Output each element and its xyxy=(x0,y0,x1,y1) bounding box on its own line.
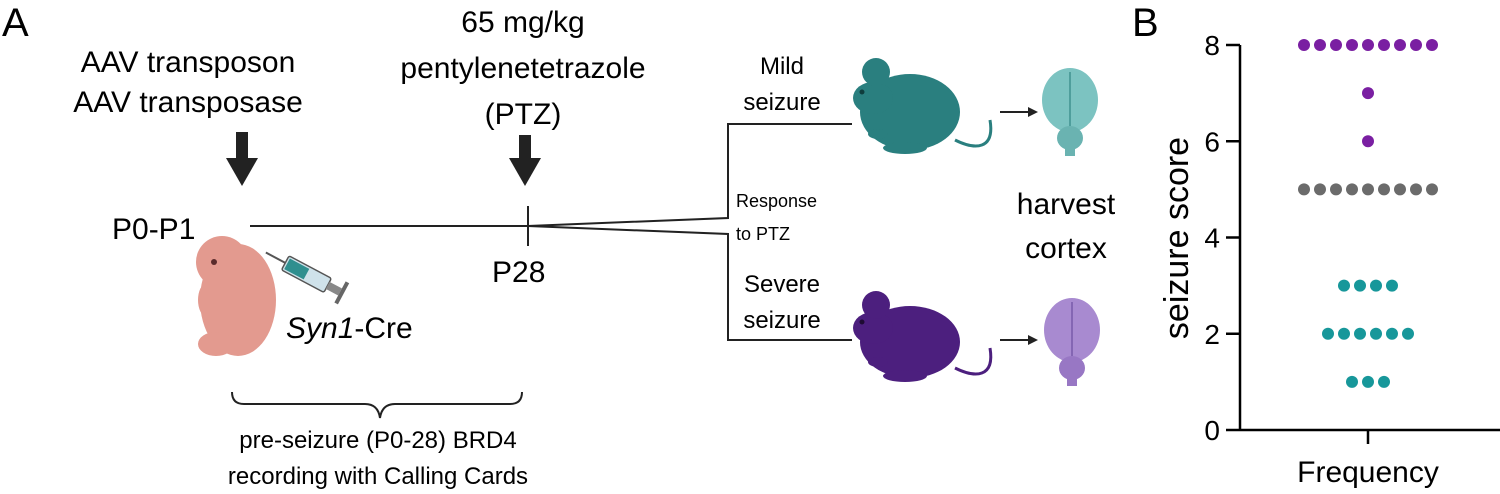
cre-line-label: Syn1-Cre xyxy=(286,312,413,345)
y-ticks: 0 2 4 6 8 xyxy=(1204,30,1240,446)
syringe-icon xyxy=(265,251,350,305)
ptz-arrow xyxy=(509,135,541,186)
data-point xyxy=(1394,183,1406,196)
data-point xyxy=(1362,375,1374,388)
y-tick-label: 8 xyxy=(1204,30,1220,61)
ptz-label-line2: pentylenetetrazole xyxy=(400,52,645,85)
newborn-pup-icon xyxy=(196,236,276,356)
data-point xyxy=(1346,39,1358,51)
data-point xyxy=(1362,135,1374,148)
severe-label-line2: seizure xyxy=(743,307,820,334)
y-axis-label: seizure score xyxy=(1158,137,1196,339)
recording-label-line2: recording with Calling Cards xyxy=(228,463,528,490)
injection-label-line2: AAV transposase xyxy=(73,86,303,119)
data-points xyxy=(1298,39,1438,388)
cre-suffix: -Cre xyxy=(354,312,412,345)
data-point xyxy=(1410,183,1422,196)
response-label-line2: to PTZ xyxy=(736,224,790,244)
timepoint-end-label: P28 xyxy=(492,256,545,289)
injection-arrow xyxy=(226,132,258,186)
data-point xyxy=(1338,279,1350,292)
data-point xyxy=(1354,327,1366,340)
data-point xyxy=(1402,327,1414,340)
data-point xyxy=(1298,183,1310,196)
data-point xyxy=(1346,183,1358,196)
harvest-label-line2: cortex xyxy=(1025,232,1107,265)
recording-label-line1: pre-seizure (P0-28) BRD4 xyxy=(239,427,516,454)
data-point xyxy=(1354,279,1366,292)
data-point xyxy=(1338,327,1350,340)
harvest-label-line1: harvest xyxy=(1017,188,1116,221)
mild-seizure-mouse-icon xyxy=(853,58,993,154)
mild-label-line1: Mild xyxy=(760,53,804,80)
data-point xyxy=(1378,39,1390,51)
mild-brain-icon xyxy=(1042,68,1098,156)
mild-label-line2: seizure xyxy=(743,89,820,116)
severe-brain-icon xyxy=(1044,298,1100,386)
y-tick-label: 6 xyxy=(1204,126,1220,157)
response-branches xyxy=(527,123,852,341)
data-point xyxy=(1322,327,1334,340)
ptz-label-line3: (PTZ) xyxy=(485,98,562,131)
severe-seizure-mouse-icon xyxy=(853,291,993,382)
data-point xyxy=(1362,39,1374,51)
panel-b-label: B xyxy=(1132,1,1159,45)
data-point xyxy=(1370,279,1382,292)
data-point xyxy=(1386,327,1398,340)
data-point xyxy=(1410,39,1422,51)
data-point xyxy=(1314,183,1326,196)
data-point xyxy=(1362,87,1374,100)
y-tick-label: 2 xyxy=(1204,319,1220,350)
data-point xyxy=(1330,183,1342,196)
cre-gene-name: Syn1 xyxy=(286,312,354,345)
y-tick-label: 0 xyxy=(1204,415,1220,446)
recording-period-brace xyxy=(231,391,523,419)
response-label-line1: Response xyxy=(736,191,817,211)
data-point xyxy=(1362,183,1374,196)
ptz-label-line1: 65 mg/kg xyxy=(461,6,584,39)
data-point xyxy=(1330,39,1342,51)
data-point xyxy=(1394,39,1406,51)
data-point xyxy=(1378,183,1390,196)
injection-label-line1: AAV transposon xyxy=(81,46,296,79)
data-point xyxy=(1378,375,1390,388)
seizure-score-chart: 0 2 4 6 8 Frequency seizure score xyxy=(1158,30,1500,489)
x-axis-label: Frequency xyxy=(1297,456,1439,489)
timepoint-start-label: P0-P1 xyxy=(112,213,195,246)
data-point xyxy=(1426,39,1438,51)
data-point xyxy=(1386,279,1398,292)
data-point xyxy=(1314,39,1326,51)
data-point xyxy=(1426,183,1438,196)
y-tick-label: 4 xyxy=(1204,223,1220,254)
data-point xyxy=(1298,39,1310,51)
panel-a-label: A xyxy=(2,1,29,45)
severe-label-line1: Severe xyxy=(744,271,820,298)
data-point xyxy=(1370,327,1382,340)
data-point xyxy=(1346,375,1358,388)
